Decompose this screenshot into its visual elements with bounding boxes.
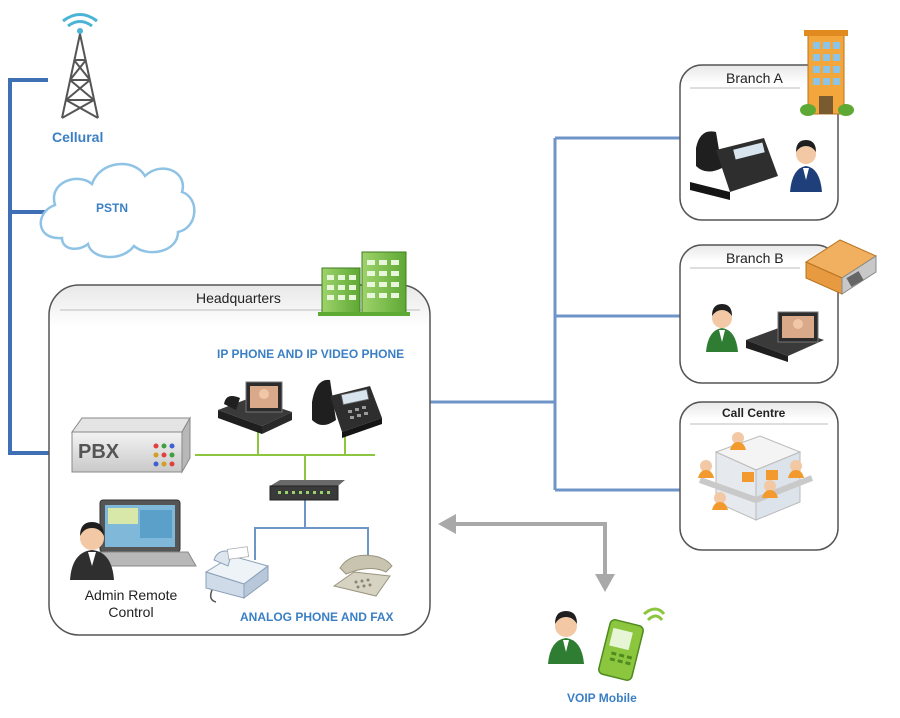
admin-label: Admin Remote Control bbox=[84, 587, 178, 620]
branch-a-phone-icon bbox=[690, 131, 778, 200]
ip-video-phone-icon bbox=[218, 381, 292, 434]
call-centre-workstations-icon bbox=[698, 432, 814, 521]
network-switch-icon bbox=[269, 480, 345, 501]
branch-a-title: Branch A bbox=[726, 70, 783, 86]
ip-phones-label: IP PHONE AND IP VIDEO PHONE bbox=[217, 347, 405, 361]
ip-phone-icon bbox=[312, 379, 382, 438]
analog-phone-icon bbox=[332, 554, 393, 597]
voip-person-icon bbox=[548, 611, 584, 664]
admin-laptop-icon bbox=[85, 499, 197, 567]
analog-lines bbox=[254, 500, 369, 560]
branch-b-title: Branch B bbox=[726, 250, 784, 266]
call-centre-title: Call Centre bbox=[722, 406, 786, 420]
branch-network-lines bbox=[430, 136, 680, 492]
admin-person-icon bbox=[70, 522, 114, 580]
fax-machine-icon bbox=[204, 546, 270, 603]
headquarters-building-icon bbox=[318, 251, 410, 316]
branch-a-person-icon bbox=[790, 140, 822, 192]
branch-b-video-phone-icon bbox=[746, 311, 824, 362]
branch-a-building-icon bbox=[800, 30, 854, 116]
headquarters-title: Headquarters bbox=[196, 290, 281, 306]
voip-mobile-label: VOIP Mobile bbox=[567, 691, 637, 705]
pstn-cloud-icon bbox=[39, 162, 196, 259]
branch-b-warehouse-icon bbox=[804, 239, 878, 295]
analog-label: ANALOG PHONE AND FAX bbox=[240, 610, 394, 624]
pstn-label: PSTN bbox=[96, 201, 129, 215]
pbx-label: PBX bbox=[78, 441, 120, 463]
branch-b-person-icon bbox=[706, 304, 738, 352]
cell-tower-icon bbox=[61, 13, 99, 119]
voip-mobile-phone-icon bbox=[598, 607, 666, 681]
pbx-unit-icon bbox=[71, 416, 191, 474]
trunk-line bbox=[8, 78, 75, 455]
voip-mobile-arrow bbox=[438, 514, 615, 592]
cellular-label: Cellural bbox=[52, 129, 104, 145]
